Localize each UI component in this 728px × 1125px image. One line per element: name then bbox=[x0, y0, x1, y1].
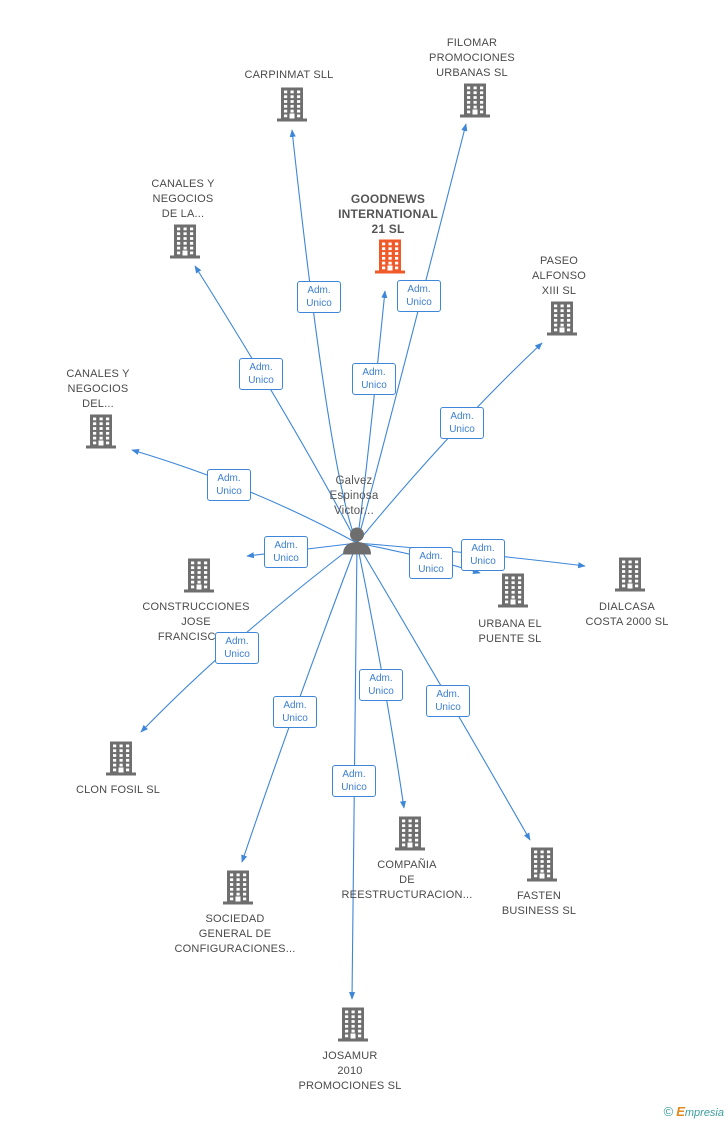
relation-badge-compania: Adm. Unico bbox=[359, 669, 403, 701]
building-icon[interactable] bbox=[105, 740, 137, 781]
company-label-canales1[interactable]: CANALES Y NEGOCIOS DE LA... bbox=[151, 178, 215, 220]
company-label-canales2[interactable]: CANALES Y NEGOCIOS DEL... bbox=[66, 368, 130, 410]
company-label-clon[interactable]: CLON FOSIL SL bbox=[75, 784, 161, 796]
person-icon[interactable] bbox=[342, 527, 372, 560]
company-label-carpinmat[interactable]: CARPINMAT SLL bbox=[244, 69, 334, 81]
building-icon[interactable] bbox=[85, 413, 117, 454]
company-label-compania[interactable]: COMPAÑIA DE REESTRUCTURACION... bbox=[341, 859, 473, 901]
relation-edge-carpinmat bbox=[289, 129, 358, 544]
building-icon[interactable] bbox=[394, 815, 426, 856]
company-label-josamur[interactable]: JOSAMUR 2010 PROMOCIONES SL bbox=[298, 1050, 402, 1092]
relation-badge-canales1: Adm. Unico bbox=[239, 358, 283, 390]
relation-badge-dialcasa: Adm. Unico bbox=[461, 539, 505, 571]
company-label-dialcasa[interactable]: DIALCASA COSTA 2000 SL bbox=[585, 601, 669, 628]
relation-edge-canales1 bbox=[194, 265, 358, 544]
copyright-icon: © bbox=[663, 1104, 674, 1119]
building-icon[interactable] bbox=[374, 238, 406, 279]
company-label-goodnews[interactable]: GOODNEWS INTERNATIONAL 21 SL bbox=[338, 192, 438, 236]
company-label-urbana[interactable]: URBANA EL PUENTE SL bbox=[478, 618, 542, 645]
building-icon[interactable] bbox=[222, 869, 254, 910]
person-name-label[interactable]: Galvez Espinosa Victor... bbox=[329, 475, 379, 517]
building-icon[interactable] bbox=[337, 1006, 369, 1047]
relation-badge-carpinmat: Adm. Unico bbox=[297, 281, 341, 313]
relation-badge-construcciones: Adm. Unico bbox=[264, 536, 308, 568]
company-label-fasten[interactable]: FASTEN BUSINESS SL bbox=[501, 890, 577, 917]
relation-edge-filomar bbox=[356, 123, 468, 544]
company-label-construcciones[interactable]: CONSTRUCCIONES JOSE FRANCISCO... bbox=[142, 601, 250, 643]
building-icon[interactable] bbox=[546, 300, 578, 341]
building-icon[interactable] bbox=[276, 86, 308, 127]
company-label-sociedad[interactable]: SOCIEDAD GENERAL DE CONFIGURACIONES... bbox=[174, 913, 296, 955]
brand-logo: ©Empresia bbox=[663, 1104, 724, 1119]
relation-badge-josamur: Adm. Unico bbox=[332, 765, 376, 797]
company-label-filomar[interactable]: FILOMAR PROMOCIONES URBANAS SL bbox=[429, 37, 515, 79]
relation-badge-paseo: Adm. Unico bbox=[440, 407, 484, 439]
relation-badge-fasten: Adm. Unico bbox=[426, 685, 470, 717]
relation-badge-canales2: Adm. Unico bbox=[207, 469, 251, 501]
building-icon[interactable] bbox=[526, 846, 558, 887]
building-icon[interactable] bbox=[459, 82, 491, 123]
relation-edge-goodnews bbox=[356, 290, 388, 544]
building-icon[interactable] bbox=[169, 223, 201, 264]
building-icon[interactable] bbox=[614, 556, 646, 597]
relation-badge-sociedad: Adm. Unico bbox=[273, 696, 317, 728]
building-icon[interactable] bbox=[183, 557, 215, 598]
relation-badge-filomar: Adm. Unico bbox=[397, 280, 441, 312]
company-label-paseo[interactable]: PASEO ALFONSO XIII SL bbox=[532, 255, 586, 297]
relation-badge-goodnews: Adm. Unico bbox=[352, 363, 396, 395]
relation-badge-clon: Adm. Unico bbox=[215, 632, 259, 664]
building-icon[interactable] bbox=[497, 572, 529, 613]
relation-badge-urbana: Adm. Unico bbox=[409, 547, 453, 579]
